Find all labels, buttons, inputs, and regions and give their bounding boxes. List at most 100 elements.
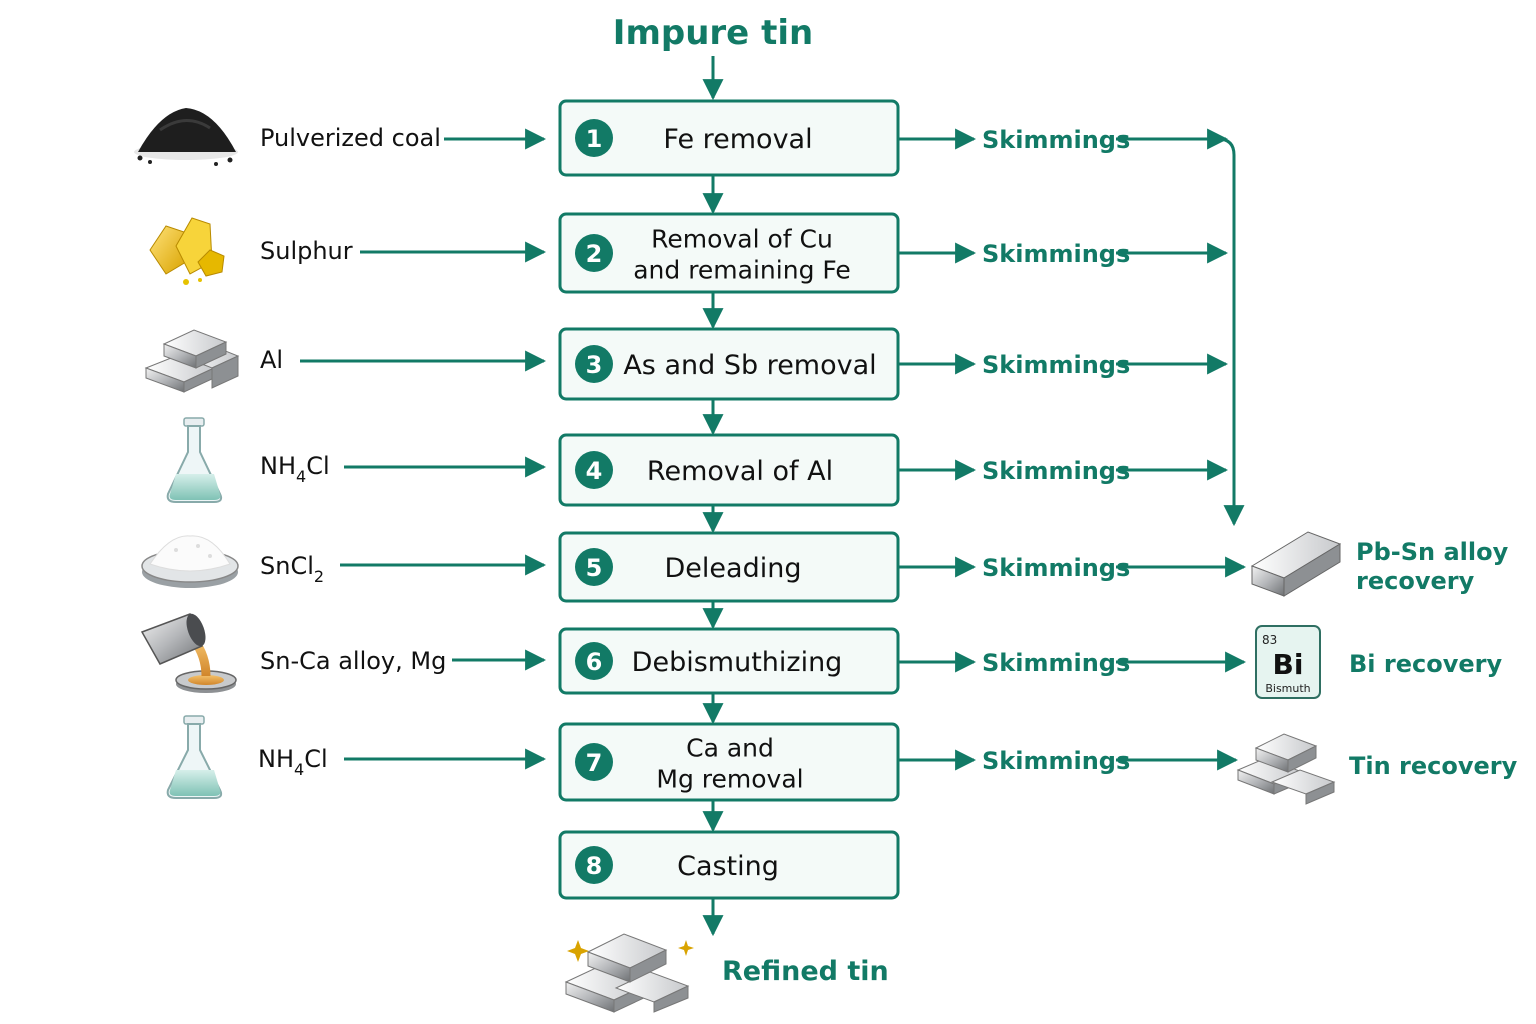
skimmings-5: Skimmings	[898, 554, 1247, 582]
aluminium-ingots-icon	[144, 329, 240, 393]
step-number-badge	[575, 548, 613, 586]
skimmings-label: Skimmings	[982, 747, 1130, 775]
step-number: 8	[586, 852, 603, 880]
pouring-ladle-icon	[140, 613, 237, 693]
step-label: Mg removal	[656, 765, 803, 794]
input-label-main: Sulphur	[260, 237, 353, 265]
process-step-8: 8 Casting	[558, 830, 900, 900]
diagram-title: Impure tin	[613, 13, 813, 53]
skimmings-1: Skimmings	[898, 126, 1229, 154]
step-label: Debismuthizing	[632, 647, 843, 678]
step-number: 6	[586, 648, 603, 676]
process-step-4: 4 Removal of Al	[558, 433, 900, 507]
step-label: Ca and	[686, 734, 774, 763]
input-label-main: Al	[260, 346, 283, 374]
coal-pile-icon	[134, 108, 238, 166]
step-number: 2	[586, 240, 603, 268]
input-3: Al	[260, 346, 547, 374]
input-label-subscript: 4	[296, 467, 306, 486]
element-symbol: Bi	[1273, 648, 1304, 681]
flask-icon	[166, 417, 223, 503]
skimmings-label: Skimmings	[982, 554, 1130, 582]
step-number: 5	[586, 554, 603, 582]
skimmings-2: Skimmings	[898, 240, 1229, 268]
input-label-tail: Cl	[306, 452, 329, 480]
step-number-badge	[575, 846, 613, 884]
input-label-subscript: 2	[314, 567, 324, 586]
input-4: NH4Cl	[260, 452, 547, 486]
step-number: 1	[586, 125, 603, 153]
input-7: NH4Cl	[258, 745, 547, 779]
input-label: Al	[260, 346, 283, 374]
step-label: Casting	[677, 851, 779, 882]
skimmings-label: Skimmings	[982, 240, 1130, 268]
input-label: Sn-Ca alloy, Mg	[260, 647, 446, 675]
tin-ingots-icon	[1236, 733, 1336, 805]
step-number-badge	[575, 119, 613, 157]
step-number-badge	[575, 234, 613, 272]
step-number-badge	[575, 451, 613, 489]
element-name: Bismuth	[1265, 682, 1310, 695]
output-label: recovery	[1356, 567, 1475, 595]
refined-tin-ingots-icon	[564, 933, 694, 1013]
powder-dish-icon	[141, 535, 239, 588]
step-label: Deleading	[665, 553, 802, 584]
output-label: Bi recovery	[1349, 650, 1502, 678]
step-label: and remaining Fe	[633, 256, 851, 285]
input-label-subscript: 4	[294, 760, 304, 779]
step-label: Removal of Al	[647, 456, 833, 487]
reagent-inputs: Pulverized coalSulphurAlNH4ClSnCl2Sn-Ca …	[258, 124, 547, 779]
input-label-tail: Cl	[304, 745, 327, 773]
input-label-main: Pulverized coal	[260, 124, 441, 152]
input-6: Sn-Ca alloy, Mg	[260, 647, 547, 675]
step-number-badge	[575, 743, 613, 781]
input-label-main: Sn-Ca alloy, Mg	[260, 647, 446, 675]
collector-line	[1217, 137, 1245, 527]
element-tile	[1255, 625, 1321, 699]
step-label: Removal of Cu	[651, 225, 833, 254]
input-label-main: NH	[260, 452, 296, 480]
step-box	[558, 722, 900, 802]
flask-icon	[166, 715, 223, 799]
input-2: Sulphur	[260, 237, 547, 265]
process-step-5: 5 Deleading	[558, 531, 900, 603]
refined-tin-label: Refined tin	[722, 956, 889, 987]
step-label: As and Sb removal	[623, 350, 876, 381]
skimmings-7: Skimmings	[898, 747, 1239, 775]
input-label: NH4Cl	[260, 452, 330, 486]
metal-bar-icon	[1250, 531, 1342, 597]
skimmings-6: Skimmings	[898, 649, 1247, 677]
step-number-badge	[575, 345, 613, 383]
output-3: Tin recovery	[1349, 752, 1518, 780]
skimmings-label: Skimmings	[982, 351, 1130, 379]
step-box	[558, 830, 900, 900]
output-label: Pb-Sn alloy	[1356, 538, 1509, 566]
input-label: Pulverized coal	[260, 124, 441, 152]
skimmings-label: Skimmings	[982, 126, 1130, 154]
process-step-3: 3 As and Sb removal	[558, 327, 900, 401]
step-number: 4	[586, 457, 603, 485]
input-label: SnCl2	[260, 552, 324, 586]
skimmings-outputs: SkimmingsSkimmingsSkimmingsSkimmingsSkim…	[898, 126, 1247, 775]
element-number: 83	[1262, 633, 1277, 647]
skimmings-3: Skimmings	[898, 351, 1229, 379]
skimmings-label: Skimmings	[982, 457, 1130, 485]
step-number: 3	[586, 351, 603, 379]
step-number: 7	[586, 749, 603, 777]
skimmings-4: Skimmings	[898, 457, 1229, 485]
input-label-main: NH	[258, 745, 294, 773]
output-label: Tin recovery	[1349, 752, 1518, 780]
process-step-6: 6 Debismuthizing	[558, 627, 900, 695]
sulphur-crystals-icon	[149, 217, 225, 285]
input-1: Pulverized coal	[260, 124, 547, 152]
input-5: SnCl2	[260, 552, 547, 586]
skimmings-label: Skimmings	[982, 649, 1130, 677]
